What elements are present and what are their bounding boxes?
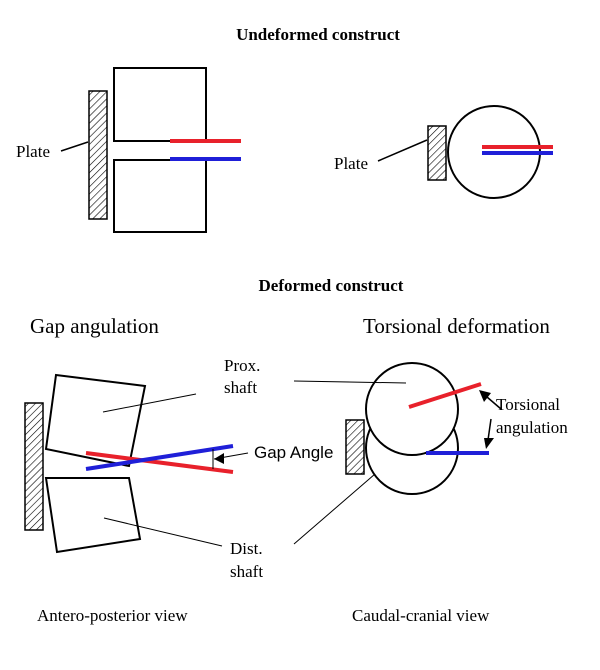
red-marker-torsion [408, 382, 482, 409]
prox-shaft-leader [102, 393, 197, 413]
proximal-fragment-undeformed [113, 67, 207, 142]
undeformed-heading: Undeformed construct [236, 25, 400, 44]
dist-shaft-leader-cc [293, 473, 376, 545]
prox-shaft-label-1: Prox. [224, 356, 260, 375]
proximal-bone-cross-section [365, 362, 459, 456]
deformed-heading: Deformed construct [259, 276, 404, 295]
plate-leader-left [60, 141, 89, 152]
torsional-deformation-title: Torsional deformation [363, 314, 550, 338]
distal-fragment-undeformed [113, 159, 207, 233]
torsion-arrowhead-lower [484, 438, 494, 449]
prox-shaft-label-2: shaft [224, 378, 257, 397]
plate-ap-deformed [24, 402, 44, 531]
red-marker-gap-angle [85, 451, 234, 474]
plate-label-left: Plate [16, 142, 50, 161]
torsional-angulation-label-1: Torsional [496, 395, 560, 414]
gap-angulation-title: Gap angulation [30, 314, 159, 338]
dist-shaft-label-2: shaft [230, 562, 263, 581]
plate-label-right: Plate [334, 154, 368, 173]
torsion-arrow-upper [486, 396, 502, 410]
torsional-angulation-label-2: angulation [496, 418, 568, 437]
gap-angulation-view: Gap Angle Prox. shaft Dist. shaft [24, 356, 333, 581]
torsion-arrowhead-upper [479, 390, 491, 402]
plate-ap-undeformed [88, 90, 108, 220]
plate-leader-right [377, 139, 428, 162]
gap-angle-label: Gap Angle [254, 443, 333, 462]
gap-angle-arrowhead [214, 453, 224, 464]
torsion-arrow-lower [487, 418, 492, 441]
undeformed-cc-view: Plate [334, 105, 553, 199]
dist-shaft-leader [103, 517, 223, 547]
blue-marker-gap-angle [85, 444, 234, 471]
dist-shaft-label-1: Dist. [230, 539, 263, 558]
antero-posterior-view-caption: Antero-posterior view [37, 606, 188, 625]
caudal-cranial-view-caption: Caudal-cranial view [352, 606, 490, 625]
proximal-fragment-deformed [44, 373, 147, 468]
prox-shaft-leader-cc [293, 380, 407, 384]
undeformed-ap-view: Plate [16, 67, 241, 233]
distal-fragment-deformed [44, 477, 142, 554]
torsional-deformation-view: Torsional angulation [293, 362, 568, 545]
plate-cc-undeformed [427, 125, 447, 181]
plate-cc-deformed [345, 419, 365, 475]
